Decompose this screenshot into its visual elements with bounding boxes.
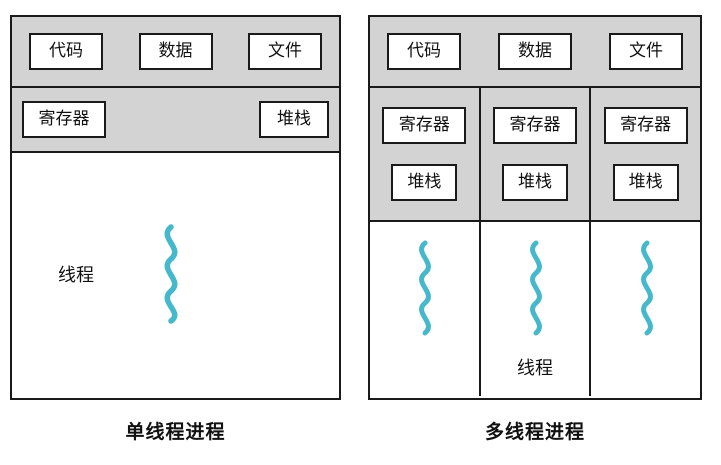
registers-stack-section-single: 寄存器 堆栈 xyxy=(12,88,339,153)
stack-box: 堆栈 xyxy=(391,164,458,201)
panels-row: 代码 数据 文件 寄存器 堆栈 线程 单线程进程 xyxy=(10,15,711,444)
caption-single-thread: 单线程进程 xyxy=(125,421,226,443)
registers-box: 寄存器 xyxy=(382,107,467,144)
single-thread-process-group: 代码 数据 文件 寄存器 堆栈 线程 单线程进程 xyxy=(10,15,341,444)
resources-section-multi: 代码 数据 文件 xyxy=(370,17,700,88)
multi-thread-process-panel: 代码 数据 文件 寄存器 堆栈 xyxy=(368,15,702,400)
thread-squiggle-icon xyxy=(520,238,550,338)
thread-column-1: 寄存器 堆栈 xyxy=(370,88,481,396)
registers-stack-section-col1: 寄存器 堆栈 xyxy=(370,88,479,222)
stack-box: 堆栈 xyxy=(259,101,329,138)
thread-label: 线程 xyxy=(517,358,553,379)
thread-squiggle-icon xyxy=(631,238,661,338)
files-box: 文件 xyxy=(248,33,322,70)
stack-box: 堆栈 xyxy=(502,164,568,201)
code-box: 代码 xyxy=(29,33,103,70)
thread-squiggle-icon xyxy=(154,222,186,326)
resources-section-single: 代码 数据 文件 xyxy=(12,17,339,88)
registers-box: 寄存器 xyxy=(493,107,577,144)
thread-columns: 寄存器 堆栈 寄存器 xyxy=(370,88,700,396)
thread-area-col1 xyxy=(370,222,479,396)
registers-box: 寄存器 xyxy=(22,101,106,138)
multi-thread-process-group: 代码 数据 文件 寄存器 堆栈 xyxy=(368,15,702,444)
single-thread-process-panel: 代码 数据 文件 寄存器 堆栈 线程 xyxy=(10,15,341,400)
thread-area-col3 xyxy=(591,222,700,396)
thread-column-3: 寄存器 堆栈 xyxy=(591,88,700,396)
thread-squiggle-icon xyxy=(409,238,439,338)
registers-stack-section-col3: 寄存器 堆栈 xyxy=(591,88,700,222)
thread-label: 线程 xyxy=(58,264,94,286)
registers-stack-section-col2: 寄存器 堆栈 xyxy=(480,88,590,222)
files-box: 文件 xyxy=(609,33,683,70)
data-box: 数据 xyxy=(498,33,572,70)
thread-area-col2: 线程 xyxy=(480,222,590,396)
data-box: 数据 xyxy=(138,33,213,70)
registers-box: 寄存器 xyxy=(603,107,688,144)
thread-area-single: 线程 xyxy=(12,153,339,394)
stack-box: 堆栈 xyxy=(612,164,679,201)
code-box: 代码 xyxy=(387,33,461,70)
thread-column-2: 寄存器 堆栈 线程 xyxy=(480,88,592,396)
caption-multi-thread: 多线程进程 xyxy=(484,421,585,443)
